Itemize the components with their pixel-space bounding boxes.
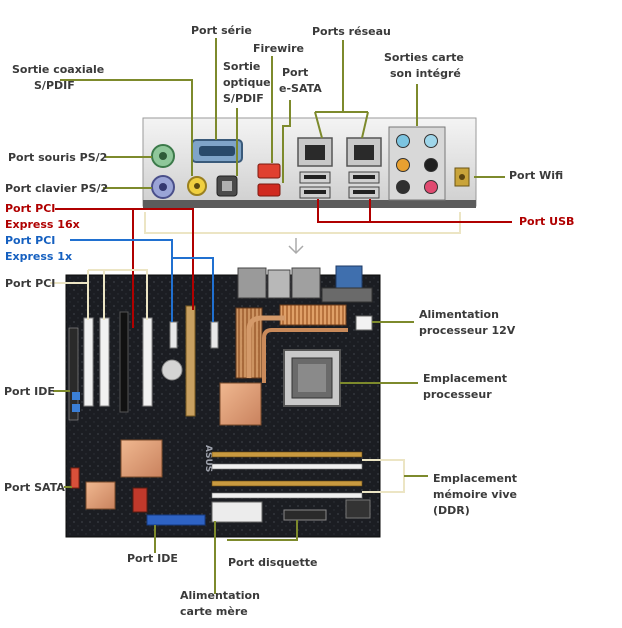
label-pci-express-16x-2: Express 16x — [5, 218, 80, 231]
pcie1x-slot-2 — [210, 321, 219, 349]
label-emplacement-proc-2: processeur — [423, 388, 492, 401]
label-alim-cm-2: carte mère — [180, 605, 248, 618]
label-port-disquette: Port disquette — [228, 556, 317, 569]
serial-port — [191, 139, 243, 163]
label-emplacement-proc-1: Emplacement — [423, 372, 507, 385]
pcie16x-slot-2 — [185, 305, 196, 417]
label-port-wifi: Port Wifi — [509, 169, 563, 182]
label-pci-express-1x-2: Express 1x — [5, 250, 72, 263]
label-sortie-optique-3: S/PDIF — [223, 92, 264, 105]
esata-port — [257, 183, 281, 197]
southbridge-heatsink — [120, 439, 163, 478]
label-sorties-son-2: son intégré — [390, 67, 461, 80]
floppy-port — [283, 509, 327, 521]
optical-spdif-port — [216, 175, 238, 197]
io-panel-shadow — [143, 200, 476, 208]
lan-port-1 — [297, 137, 333, 167]
label-ports-reseau: Ports réseau — [312, 25, 391, 38]
label-emplacement-mem-1: Emplacement — [433, 472, 517, 485]
dimm-slot-1 — [211, 451, 363, 458]
down-arrow-icon — [288, 238, 304, 255]
ide-port-left — [68, 327, 79, 421]
firewire-port — [257, 163, 281, 179]
label-port-souris: Port souris PS/2 — [8, 151, 107, 164]
label-emplacement-mem-2: mémoire vive — [433, 488, 517, 501]
label-port-sata: Port SATA — [4, 481, 65, 494]
ps2-keyboard-port — [151, 175, 175, 199]
northbridge-heatsink — [219, 382, 262, 426]
pci-slot-3 — [142, 317, 153, 407]
label-pci-express-1x-1: Port PCI — [5, 234, 55, 247]
lan-port-2 — [346, 137, 382, 167]
labels: Port série Firewire Ports réseau Sortie … — [4, 24, 574, 618]
label-esata-1: Port — [282, 66, 308, 79]
label-port-pci: Port PCI — [5, 277, 55, 290]
label-port-ide-left: Port IDE — [4, 385, 55, 398]
motherboard: ASUS — [65, 265, 381, 538]
ps2-mouse-port — [151, 144, 175, 168]
label-alim-proc-1: Alimentation — [419, 308, 499, 321]
atx-power-connector — [211, 501, 263, 523]
pci-slot-1 — [83, 317, 94, 407]
label-pci-express-16x-1: Port PCI — [5, 202, 55, 215]
label-port-usb: Port USB — [519, 215, 574, 228]
wifi-antenna-connector — [454, 167, 470, 187]
label-sorties-son-1: Sorties carte — [384, 51, 464, 64]
label-esata-2: e-SATA — [279, 82, 322, 95]
pci-slot-2 — [99, 317, 110, 407]
label-sortie-coaxiale-2: S/PDIF — [34, 79, 75, 92]
label-alim-cm-1: Alimentation — [180, 589, 260, 602]
label-sortie-optique-2: optique — [223, 76, 271, 89]
cmos-battery — [161, 359, 183, 381]
label-sortie-optique-1: Sortie — [223, 60, 260, 73]
cpu-12v-connector — [355, 315, 373, 331]
leader-lines — [50, 38, 512, 594]
coaxial-spdif-port — [187, 176, 207, 196]
label-firewire: Firewire — [253, 42, 304, 55]
pcie1x-slot-1 — [169, 321, 178, 349]
vrm-heatsink-top — [279, 304, 347, 326]
cpu-socket — [283, 349, 341, 407]
ide-port-bottom — [146, 514, 206, 526]
small-chip-heatsink — [85, 481, 116, 510]
label-port-serie: Port série — [191, 24, 252, 37]
pcie16x-slot-1 — [119, 311, 129, 413]
io-back-panel — [142, 117, 477, 208]
dimm-slot-4 — [211, 492, 363, 499]
usb-ports — [299, 171, 380, 199]
label-port-ide-bottom: Port IDE — [127, 552, 178, 565]
label-sortie-coaxiale-1: Sortie coaxiale — [12, 63, 104, 76]
audio-jacks — [388, 126, 446, 201]
dimm-slot-3 — [211, 480, 363, 487]
label-port-clavier: Port clavier PS/2 — [5, 182, 108, 195]
sata-port-red — [70, 467, 80, 489]
label-emplacement-mem-3: (DDR) — [433, 504, 470, 517]
board-brand-logo: ASUS — [203, 445, 213, 472]
label-alim-proc-2: processeur 12V — [419, 324, 516, 337]
dimm-slot-2 — [211, 463, 363, 470]
